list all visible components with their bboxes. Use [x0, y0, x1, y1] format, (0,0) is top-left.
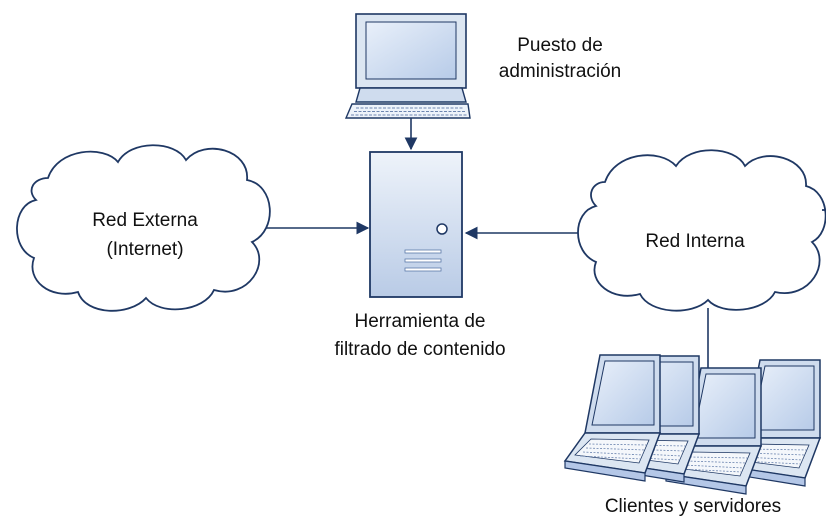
external-network-label: Red Externa	[92, 210, 198, 231]
server-tower-icon	[369, 151, 463, 298]
cloud-icon	[16, 144, 271, 312]
cloud-icon	[577, 149, 826, 312]
laptop-icon	[564, 354, 661, 482]
desktop-computer-icon	[344, 13, 471, 119]
filter-tool-label: filtrado de contenido	[334, 339, 506, 360]
clients-label: Clientes y servidores	[604, 496, 782, 517]
filter-tool-label: Herramienta de	[354, 311, 486, 332]
internal-network-label: Red Interna	[645, 231, 745, 252]
external-network-label: (Internet)	[106, 239, 184, 260]
admin-label: administración	[498, 61, 622, 82]
admin-label: Puesto de	[517, 35, 603, 56]
